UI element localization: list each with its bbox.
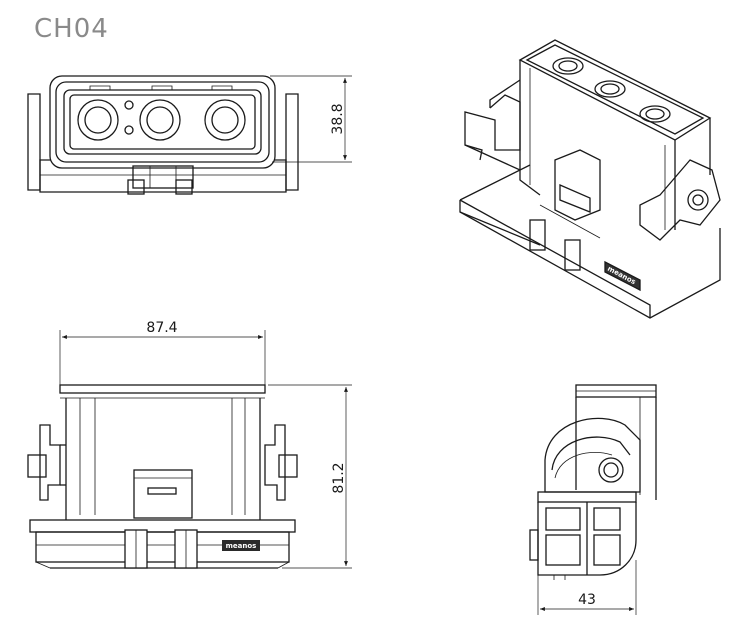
dimension-side-width: 43 — [578, 592, 596, 608]
side-view: 43 — [529, 384, 657, 615]
contact-3 — [204, 99, 246, 141]
dimension-front-height: 81.2 — [331, 462, 347, 493]
brand-mark-front: meanos — [226, 542, 257, 550]
contact-1 — [77, 99, 119, 141]
isometric-view: meanos — [459, 39, 721, 319]
dimension-top-height: 38.8 — [330, 103, 346, 134]
contact-2 — [139, 99, 181, 141]
front-view: meanos 87.4 81.2 — [27, 320, 352, 569]
dimension-front-width: 87.4 — [146, 320, 177, 336]
top-view: 38.8 — [27, 75, 352, 195]
drawing-title: CH04 — [34, 14, 109, 44]
